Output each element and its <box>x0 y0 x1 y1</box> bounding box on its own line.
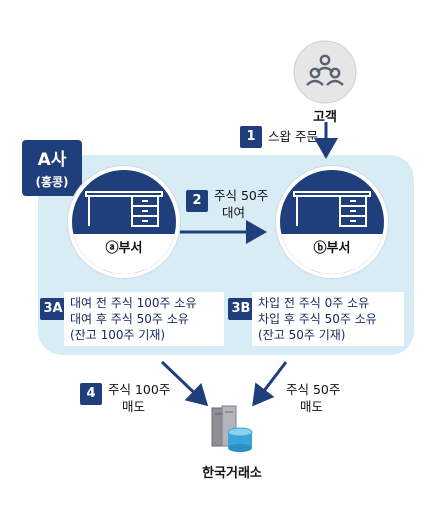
customer-icon <box>293 40 357 104</box>
sell-50-line2: 매도 <box>300 399 324 414</box>
step-3b-line1: 차입 전 주식 0주 소유 <box>258 296 370 310</box>
exchange-label: 한국거래소 <box>202 466 262 481</box>
step-3a-badge: 3A <box>40 298 66 320</box>
step-1-badge: 1 <box>240 126 262 148</box>
step-3b-line3: (잔고 50주 기재) <box>258 328 346 342</box>
step-4-line2: 매도 <box>122 399 146 414</box>
step-3a-box: 대여 전 주식 100주 소유 대여 후 주식 50주 소유 (잔고 100주 … <box>64 292 224 346</box>
step-3a-line2: 대여 후 주식 50주 소유 <box>70 312 189 326</box>
step-3a-line1: 대여 전 주식 100주 소유 <box>70 296 197 310</box>
step-3a-line3: (잔고 100주 기재) <box>70 328 166 342</box>
step-4-line1: 주식 100주 <box>108 382 171 397</box>
desk-icon <box>85 191 163 227</box>
sell-50-line1: 주식 50주 <box>286 382 341 397</box>
dept-a-circle: ⓐ부서 <box>68 166 180 278</box>
arrow-dept-b-to-exchange <box>252 361 288 407</box>
step-3b-badge: 3B <box>228 298 254 320</box>
dept-b-label: ⓑ부서 <box>280 234 384 274</box>
step-2-badge: 2 <box>186 190 208 212</box>
step-3b-box: 차입 전 주식 0주 소유 차입 후 주식 50주 소유 (잔고 50주 기재) <box>252 292 404 346</box>
company-region: (홍콩) <box>35 175 69 189</box>
company-badge: A사 (홍콩) <box>22 140 82 196</box>
step-1-text: 스왑 주문 <box>268 129 318 144</box>
desk-icon <box>293 191 371 227</box>
customer-label: 고객 <box>313 110 337 125</box>
step-2-line2: 대여 <box>222 205 246 220</box>
arrow-dept-a-to-exchange <box>160 360 209 407</box>
exchange-icon <box>206 404 258 456</box>
step-4-badge: 4 <box>80 383 102 405</box>
dept-a-label: ⓐ부서 <box>72 234 176 274</box>
company-name: A사 <box>37 150 67 170</box>
dept-b-circle: ⓑ부서 <box>276 166 388 278</box>
step-3b-line2: 차입 후 주식 50주 소유 <box>258 312 377 326</box>
step-2-line1: 주식 50주 <box>214 188 269 203</box>
